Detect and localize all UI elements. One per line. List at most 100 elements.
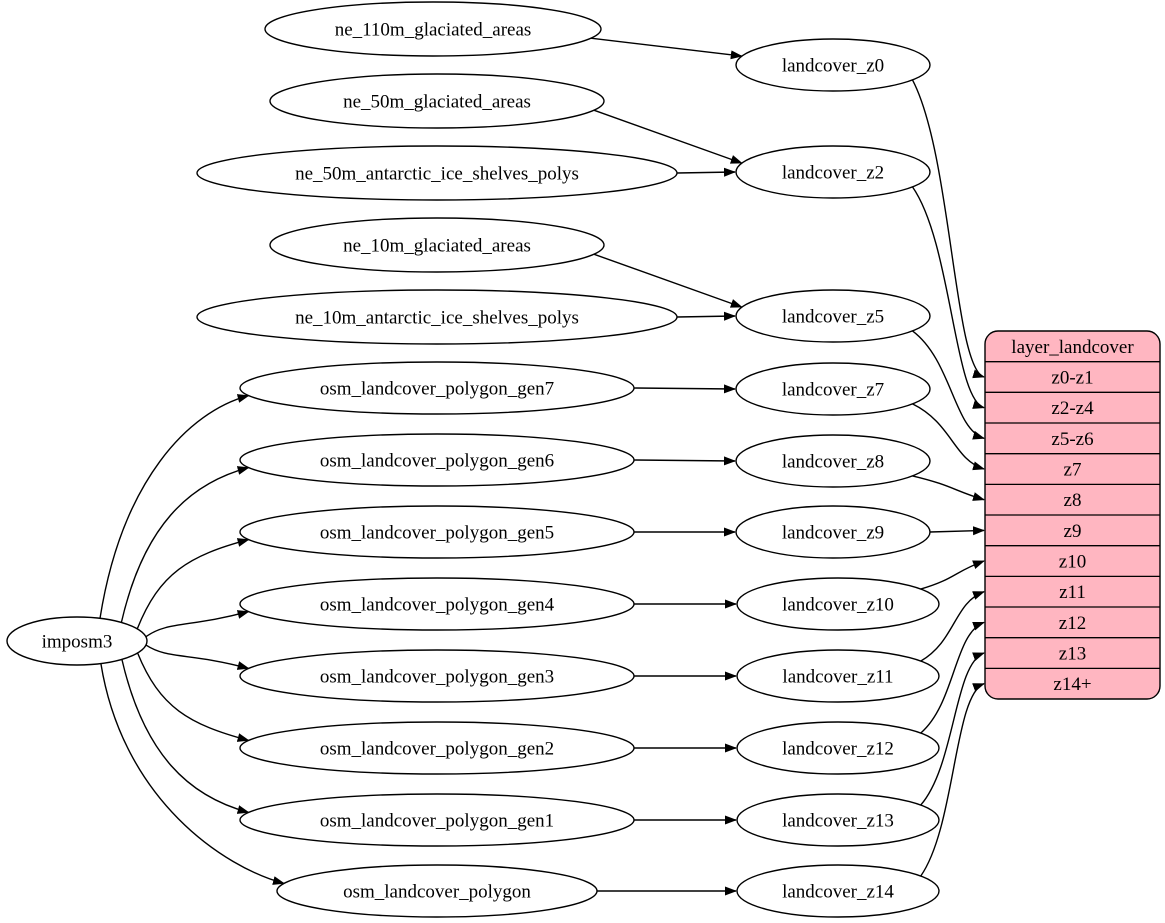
node-shape-ne_10m_antarctic_ice_shelves_polys: [196, 289, 678, 345]
node-ne_50m_glaciated_areas: ne_50m_glaciated_areas: [269, 73, 605, 129]
record-row-z12: z12: [1059, 613, 1086, 634]
node-label-landcover_z0: landcover_z0: [782, 56, 884, 77]
edge-landcover_z11-to-row-z11: [920, 591, 985, 662]
node-imposm3: imposm3: [6, 616, 148, 666]
node-shape-landcover_z9: [735, 505, 931, 559]
record-layer: layer_landcoverz0-z1z2-z4z5-z6z7z8z9z10z…: [984, 330, 1161, 700]
edge-landcover_z7-to-row-z7: [912, 403, 985, 471]
edge-ne_110m_glaciated_areas-to-landcover_z0: [590, 37, 743, 60]
node-landcover_z12: landcover_z12: [736, 721, 940, 775]
record-title: layer_landcover: [1011, 337, 1134, 358]
node-landcover_z9: landcover_z9: [735, 505, 931, 559]
node-shape-landcover_z8: [735, 434, 931, 488]
node-label-osm_landcover_polygon_gen1: osm_landcover_polygon_gen1: [320, 811, 554, 832]
node-shape-osm_landcover_polygon: [276, 864, 598, 918]
edge-landcover_z0-to-row-z0-z1: [911, 79, 985, 379]
node-shape-ne_50m_antarctic_ice_shelves_polys: [196, 145, 678, 201]
node-label-ne_50m_antarctic_ice_shelves_polys: ne_50m_antarctic_ice_shelves_polys: [295, 164, 579, 185]
edge-landcover_z2-to-row-z2-z4: [911, 186, 985, 409]
edge-imposm3-to-osm_landcover_polygon_gen2: [136, 652, 250, 742]
node-label-landcover_z11: landcover_z11: [782, 667, 893, 688]
node-osm_landcover_polygon_gen3: osm_landcover_polygon_gen3: [239, 649, 635, 703]
node-label-landcover_z10: landcover_z10: [782, 595, 894, 616]
node-osm_landcover_polygon_gen5: osm_landcover_polygon_gen5: [239, 505, 635, 559]
edge-imposm3-to-osm_landcover_polygon_gen6: [120, 466, 250, 623]
edge-ne_10m_glaciated_areas-to-landcover_z5: [593, 253, 743, 308]
node-shape-landcover_z11: [736, 649, 940, 703]
node-osm_landcover_polygon: osm_landcover_polygon: [276, 864, 598, 918]
node-label-ne_110m_glaciated_areas: ne_110m_glaciated_areas: [335, 20, 532, 41]
node-label-osm_landcover_polygon_gen2: osm_landcover_polygon_gen2: [320, 739, 554, 760]
edge-ne_50m_antarctic_ice_shelves_polys-to-landcover_z2: [676, 167, 736, 177]
node-shape-ne_110m_glaciated_areas: [264, 1, 602, 57]
edge-landcover_z14-to-row-z14+: [920, 683, 985, 877]
node-landcover_z0: landcover_z0: [735, 38, 931, 92]
node-label-landcover_z8: landcover_z8: [782, 452, 884, 473]
edge-landcover_z9-to-row-z9: [929, 526, 985, 536]
node-shape-imposm3: [6, 616, 148, 666]
node-label-osm_landcover_polygon_gen3: osm_landcover_polygon_gen3: [320, 667, 554, 688]
edge-imposm3-to-osm_landcover_polygon_gen4: [145, 610, 250, 638]
node-shape-landcover_z7: [735, 362, 931, 416]
node-label-imposm3: imposm3: [42, 632, 113, 653]
node-landcover_z11: landcover_z11: [736, 649, 940, 703]
node-shape-landcover_z13: [736, 793, 940, 847]
node-shape-osm_landcover_polygon_gen2: [239, 721, 635, 775]
node-ne_10m_glaciated_areas: ne_10m_glaciated_areas: [269, 217, 605, 273]
node-label-landcover_z7: landcover_z7: [782, 380, 884, 401]
node-shape-osm_landcover_polygon_gen3: [239, 649, 635, 703]
edge-imposm3-to-osm_landcover_polygon: [100, 663, 285, 885]
node-shape-landcover_z0: [735, 38, 931, 92]
edge-imposm3-to-osm_landcover_polygon_gen7: [99, 394, 250, 619]
node-shape-osm_landcover_polygon_gen6: [239, 433, 635, 487]
node-landcover_z13: landcover_z13: [736, 793, 940, 847]
node-ne_110m_glaciated_areas: ne_110m_glaciated_areas: [264, 1, 602, 57]
record-row-z10: z10: [1059, 552, 1086, 573]
node-osm_landcover_polygon_gen4: osm_landcover_polygon_gen4: [239, 577, 635, 631]
node-shape-osm_landcover_polygon_gen7: [239, 361, 635, 415]
node-landcover_z8: landcover_z8: [735, 434, 931, 488]
edge-landcover_z13-to-row-z13: [920, 652, 985, 806]
node-label-osm_landcover_polygon_gen7: osm_landcover_polygon_gen7: [320, 379, 554, 400]
node-landcover_z2: landcover_z2: [735, 145, 931, 199]
node-shape-osm_landcover_polygon_gen4: [239, 577, 635, 631]
node-label-ne_50m_glaciated_areas: ne_50m_glaciated_areas: [343, 92, 531, 113]
edge-landcover_z8-to-row-z8: [912, 475, 985, 501]
record-row-z14+: z14+: [1053, 674, 1091, 695]
edge-landcover_z5-to-row-z5-z6: [912, 330, 985, 440]
node-landcover_z14: landcover_z14: [736, 864, 940, 918]
node-label-osm_landcover_polygon_gen4: osm_landcover_polygon_gen4: [320, 595, 555, 616]
node-shape-landcover_z5: [735, 289, 931, 343]
edge-landcover_z12-to-row-z12: [920, 621, 985, 734]
node-label-landcover_z2: landcover_z2: [782, 163, 884, 184]
node-label-landcover_z9: landcover_z9: [782, 523, 884, 544]
node-landcover_z7: landcover_z7: [735, 362, 931, 416]
edge-ne_50m_glaciated_areas-to-landcover_z2: [593, 109, 743, 164]
record-row-z8: z8: [1064, 490, 1082, 511]
record-row-z7: z7: [1064, 460, 1082, 481]
node-shape-landcover_z10: [736, 577, 940, 631]
node-shape-osm_landcover_polygon_gen1: [239, 793, 635, 847]
record-row-z5-z6: z5-z6: [1051, 429, 1093, 450]
edge-imposm3-to-osm_landcover_polygon_gen1: [121, 659, 250, 814]
node-label-ne_10m_antarctic_ice_shelves_polys: ne_10m_antarctic_ice_shelves_polys: [295, 308, 579, 329]
node-label-osm_landcover_polygon: osm_landcover_polygon: [343, 882, 531, 903]
record-row-z11: z11: [1059, 582, 1086, 603]
node-shape-ne_50m_glaciated_areas: [269, 73, 605, 129]
node-ne_10m_antarctic_ice_shelves_polys: ne_10m_antarctic_ice_shelves_polys: [196, 289, 678, 345]
edge-landcover_z10-to-row-z10: [920, 560, 985, 590]
node-label-osm_landcover_polygon_gen6: osm_landcover_polygon_gen6: [320, 451, 554, 472]
node-label-landcover_z5: landcover_z5: [782, 307, 884, 328]
node-shape-ne_10m_glaciated_areas: [269, 217, 605, 273]
record-row-z13: z13: [1059, 644, 1086, 665]
node-shape-landcover_z12: [736, 721, 940, 775]
edge-imposm3-to-osm_landcover_polygon_gen3: [145, 644, 250, 670]
edge-imposm3-to-osm_landcover_polygon_gen5: [136, 538, 250, 630]
edge-ne_10m_antarctic_ice_shelves_polys-to-landcover_z5: [676, 311, 736, 321]
node-label-ne_10m_glaciated_areas: ne_10m_glaciated_areas: [343, 236, 531, 257]
record-row-z9: z9: [1064, 521, 1082, 542]
node-shape-landcover_z14: [736, 864, 940, 918]
nodes-layer: imposm3 ne_110m_glaciated_areas ne_50m_gla…: [6, 1, 940, 918]
